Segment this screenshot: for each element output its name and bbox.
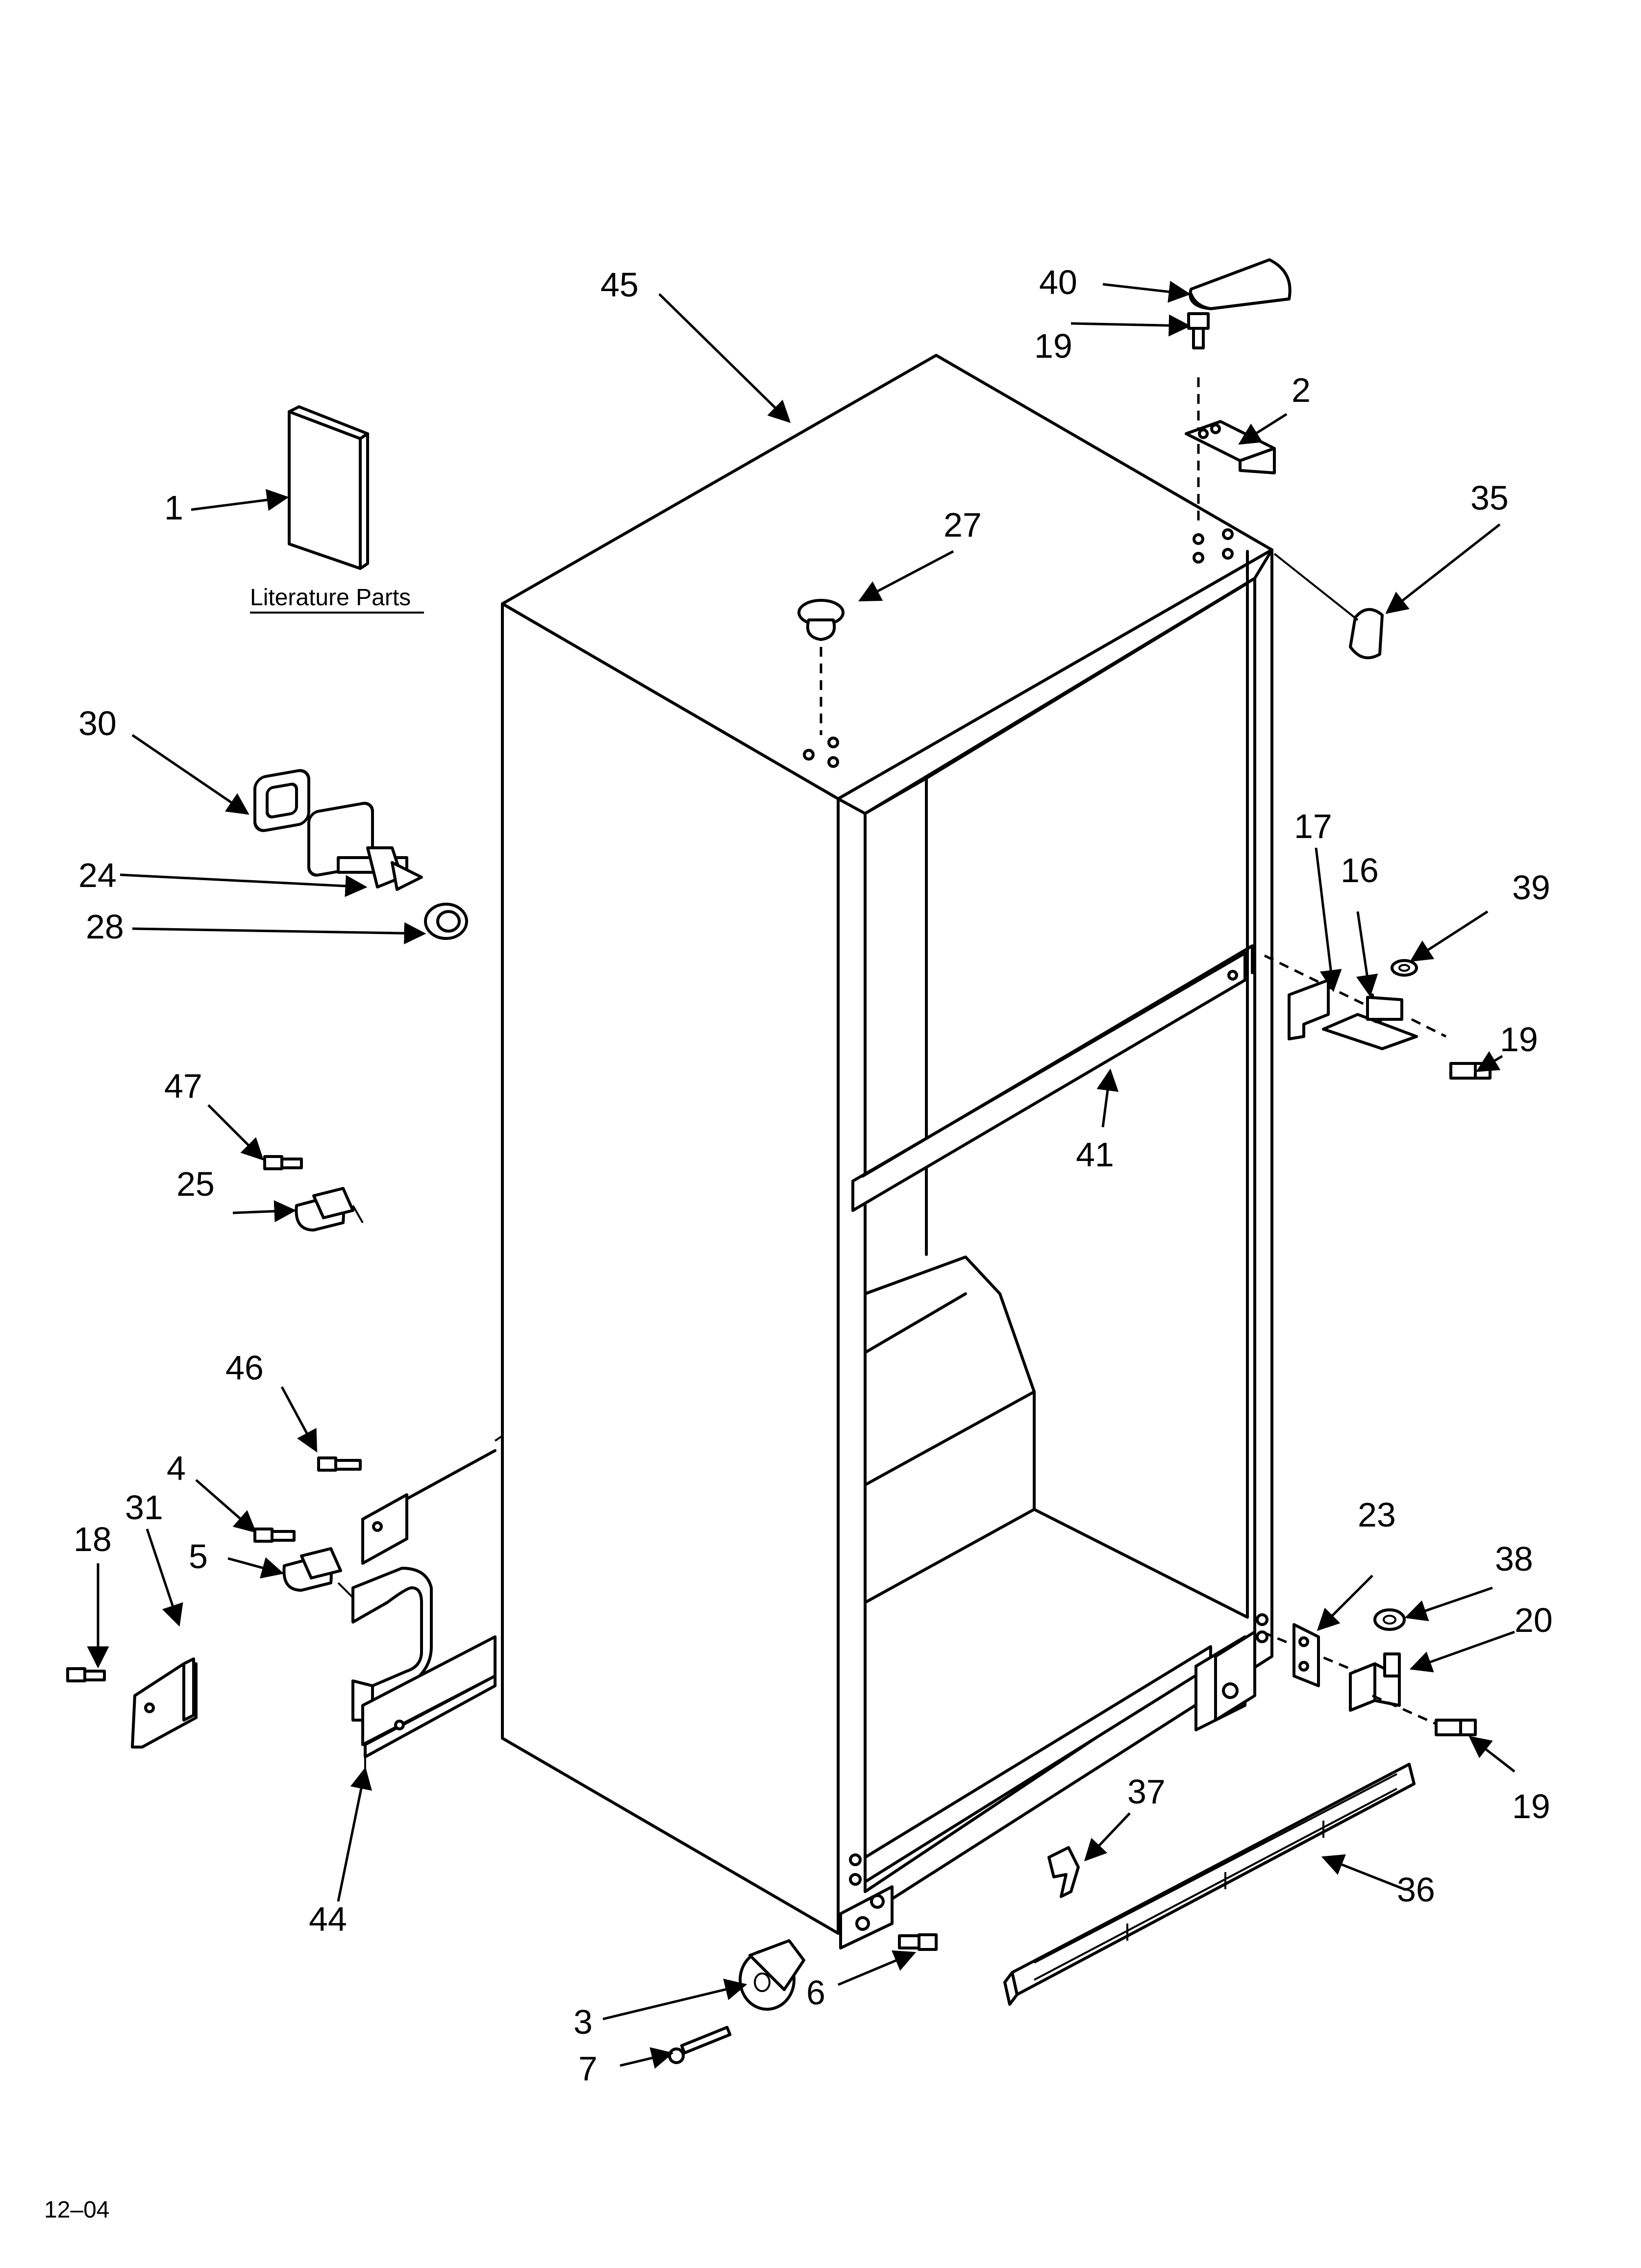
hinge-cover-top bbox=[1189, 258, 1292, 310]
hinge-cover-left bbox=[131, 1657, 198, 1749]
door-stop-shaft bbox=[307, 802, 423, 891]
screw-18 bbox=[66, 1667, 106, 1682]
bottom-hinge-assembly bbox=[1262, 1623, 1440, 1726]
callout-36: 36 bbox=[1397, 1871, 1435, 1909]
callout-37: 37 bbox=[1127, 1773, 1166, 1811]
screw-bottom-hinge bbox=[1435, 1719, 1477, 1736]
callout-2: 2 bbox=[1292, 371, 1311, 409]
washer-38 bbox=[1373, 1608, 1406, 1631]
callout-45: 45 bbox=[600, 266, 639, 304]
screw-leveling bbox=[898, 1933, 938, 1951]
callout-5: 5 bbox=[189, 1537, 208, 1576]
callout-40: 40 bbox=[1039, 263, 1077, 301]
callout-23: 23 bbox=[1358, 1496, 1396, 1534]
clamp-screw-lower bbox=[253, 1528, 296, 1543]
callout-7: 7 bbox=[578, 2049, 597, 2088]
gasket-square bbox=[253, 769, 310, 832]
callout-19-mid: 19 bbox=[1500, 1020, 1538, 1059]
screw-top-hinge bbox=[1187, 312, 1210, 527]
bushing-ring bbox=[424, 903, 468, 940]
literature-parts-label: Literature Parts bbox=[250, 585, 411, 611]
date-code: 12–04 bbox=[44, 2197, 109, 2223]
callout-16: 16 bbox=[1341, 851, 1379, 889]
callout-27: 27 bbox=[944, 506, 982, 544]
callout-38: 38 bbox=[1495, 1540, 1533, 1578]
callout-24: 24 bbox=[78, 856, 117, 894]
base-grille bbox=[1003, 1763, 1416, 2006]
literature-booklet bbox=[288, 405, 369, 570]
top-hinge bbox=[1185, 420, 1276, 474]
callout-28: 28 bbox=[86, 908, 124, 946]
callout-18: 18 bbox=[74, 1520, 112, 1558]
callout-35: 35 bbox=[1470, 479, 1509, 517]
callout-19-top: 19 bbox=[1034, 327, 1072, 365]
screw-46 bbox=[317, 1456, 362, 1472]
washer-39 bbox=[1391, 959, 1418, 977]
callout-6: 6 bbox=[806, 1973, 825, 2012]
callout-labels: 1 2 3 4 5 6 7 16 17 18 19 19 19 20 23 24… bbox=[74, 263, 1553, 2088]
cable-clamp-upper bbox=[295, 1187, 364, 1232]
callout-39: 39 bbox=[1512, 868, 1550, 907]
callout-20: 20 bbox=[1515, 1601, 1553, 1639]
roller-pin bbox=[668, 2025, 732, 2064]
cable-clamp-lower bbox=[282, 1547, 354, 1599]
callout-17: 17 bbox=[1294, 807, 1332, 845]
clamp-screw-upper bbox=[263, 1155, 303, 1170]
callout-1: 1 bbox=[164, 489, 183, 527]
callout-19-bottom: 19 bbox=[1512, 1787, 1550, 1825]
plug-button bbox=[797, 599, 845, 735]
callout-25: 25 bbox=[176, 1165, 215, 1203]
leveling-roller bbox=[739, 1939, 805, 2011]
grille-clip bbox=[1047, 1846, 1080, 1898]
callout-46: 46 bbox=[225, 1349, 264, 1387]
center-hinge bbox=[1264, 954, 1447, 1050]
hinge-cap bbox=[1273, 553, 1384, 660]
divider-rail bbox=[851, 944, 1254, 1212]
callout-4: 4 bbox=[167, 1449, 186, 1487]
callout-30: 30 bbox=[78, 704, 117, 742]
callout-3: 3 bbox=[573, 2003, 593, 2041]
callout-31: 31 bbox=[125, 1488, 163, 1527]
bottom-hinge-bracket bbox=[351, 1449, 497, 1769]
callout-41: 41 bbox=[1076, 1135, 1114, 1174]
refrigerator-cabinet bbox=[494, 354, 1273, 1949]
callout-47: 47 bbox=[164, 1067, 202, 1105]
callout-44: 44 bbox=[309, 1900, 347, 1938]
leader-lines bbox=[87, 281, 1516, 2069]
